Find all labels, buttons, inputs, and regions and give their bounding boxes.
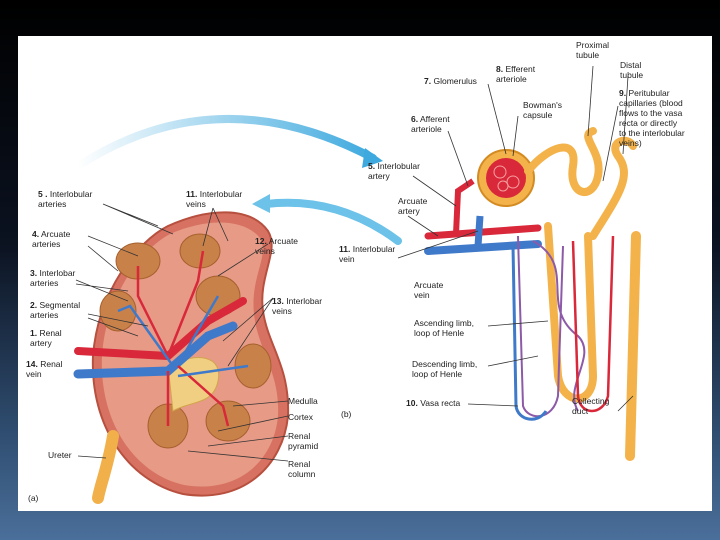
- label-arcuate-arteries: 4. Arcuate arteries: [32, 229, 71, 249]
- slide-content: 5 . Interlobular arteries 11. Interlobul…: [18, 36, 712, 511]
- label-renal-vein: 14. Renal vein: [26, 359, 63, 379]
- label-renal-pyramid: Renal pyramid: [288, 431, 319, 451]
- label-distal-tubule: Distal tubule: [620, 60, 644, 80]
- nephron-illustration: [424, 127, 641, 461]
- label-interlobular-vein: 11. Interlobular vein: [339, 244, 396, 264]
- collecting-duct-shape: [625, 231, 641, 461]
- label-cortex: Cortex: [288, 412, 314, 422]
- kidney-illustration: [73, 211, 290, 504]
- leader-lines: [75, 65, 634, 462]
- label-interlobar-veins: 13. Interlobar veins: [272, 296, 323, 316]
- label-arcuate-veins: 12. Arcuate veins: [255, 236, 299, 256]
- arrow-to-nephron: [74, 114, 377, 170]
- label-medulla: Medulla: [288, 396, 318, 406]
- label-arcuate-vein: Arcuate vein: [414, 280, 444, 300]
- label-ureter: Ureter: [48, 450, 72, 460]
- loop-of-henle: [544, 222, 598, 403]
- renal-artery-vessel: [74, 297, 247, 361]
- arrow-head-right: [362, 148, 383, 168]
- renal-pyramid: [234, 343, 272, 389]
- panel-label-a: (a): [28, 493, 39, 503]
- label-efferent-arteriole: 8. Efferent arteriole: [496, 64, 536, 84]
- ureter-tube: [92, 430, 119, 504]
- interlobular-artery-vessel: [453, 178, 475, 235]
- label-glomerulus: 7. Glomerulus: [424, 76, 477, 86]
- arcuate-vein-vessel: [424, 240, 542, 255]
- label-arcuate-artery: Arcuate artery: [398, 196, 428, 216]
- label-bowmans-capsule: Bowman's capsule: [523, 100, 562, 120]
- panel-label-b: (b): [341, 409, 352, 419]
- label-interlobular-veins: 11. Interlobular veins: [186, 189, 243, 209]
- label-afferent-arteriole: 6. Afferent arteriole: [411, 114, 450, 134]
- label-ascending-limb: Ascending limb, loop of Henle: [414, 318, 475, 338]
- label-interlobular-artery: 5. Interlobular artery: [368, 161, 420, 181]
- arrow-to-kidney: [262, 198, 402, 245]
- label-collecting-duct: Collecting duct: [572, 396, 610, 416]
- interlobular-vein-vessel: [474, 215, 484, 247]
- distal-tubule-shape: [589, 136, 637, 240]
- arrow-head-left: [252, 194, 270, 213]
- label-renal-artery: 1. Renal artery: [30, 328, 62, 348]
- label-vasa-recta: 10. Vasa recta: [406, 398, 461, 408]
- arcuate-artery-vessel: [424, 224, 542, 240]
- label-segmental-arteries: 2. Segmental arteries: [30, 300, 81, 320]
- label-descending-limb: Descending limb, loop of Henle: [412, 359, 478, 379]
- kidney-diagram: [73, 65, 641, 504]
- proximal-tubule-shape: [524, 127, 603, 196]
- renal-vein-vessel: [73, 321, 238, 379]
- label-renal-column: Renal column: [288, 459, 316, 479]
- label-proximal-tubule: Proximal tubule: [576, 40, 610, 60]
- label-peritubular-capillaries: 9. Peritubular capillaries (blood flows …: [619, 88, 685, 148]
- label-interlobar-arteries: 3. Interlobar arteries: [30, 268, 76, 288]
- glomerulus-shape: [486, 158, 526, 198]
- label-interlobular-arteries: 5 . Interlobular arteries: [38, 189, 93, 209]
